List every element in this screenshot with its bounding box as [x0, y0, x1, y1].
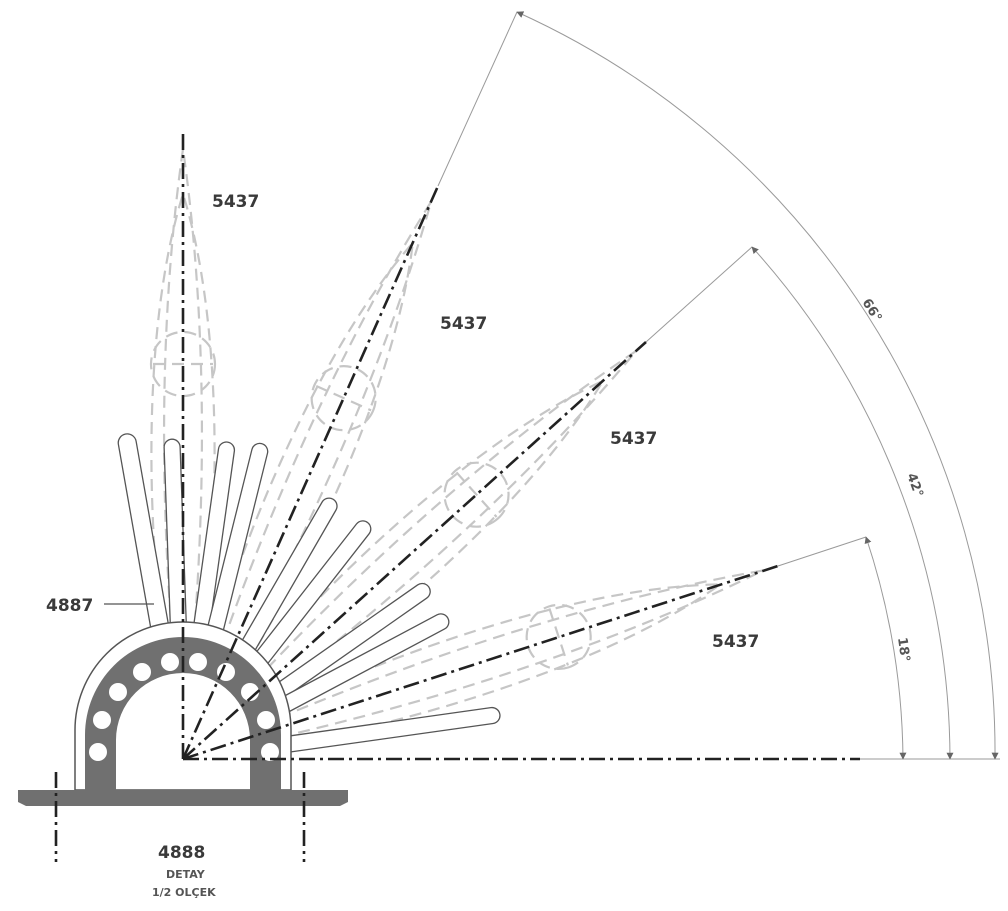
base-label: 4888 — [158, 843, 205, 863]
ghost-label-66: 5437 — [440, 314, 487, 334]
dim-arc-42 — [751, 246, 954, 760]
base-profile — [18, 637, 348, 806]
dim-arc-66 — [516, 11, 999, 760]
scale-label: 1/2 OLÇEK — [152, 886, 216, 899]
ext-line-66 — [437, 11, 518, 187]
brush-label: 4887 — [46, 596, 93, 616]
ext-line-42 — [645, 246, 753, 343]
ext-line-18 — [777, 536, 867, 567]
brush-fins — [117, 433, 501, 755]
axis-42 — [182, 341, 647, 760]
angle-label-42: 42° — [903, 471, 926, 499]
angle-label-18: 18° — [894, 636, 912, 662]
axis-18 — [182, 564, 779, 761]
detail-label: DETAY — [166, 868, 206, 881]
ghost-label-42: 5437 — [610, 429, 657, 449]
axis-66 — [181, 185, 440, 760]
ghost-label-18: 5437 — [712, 632, 759, 652]
ghost-label-90: 5437 — [212, 192, 259, 212]
angle-label-66: 66° — [859, 296, 885, 325]
